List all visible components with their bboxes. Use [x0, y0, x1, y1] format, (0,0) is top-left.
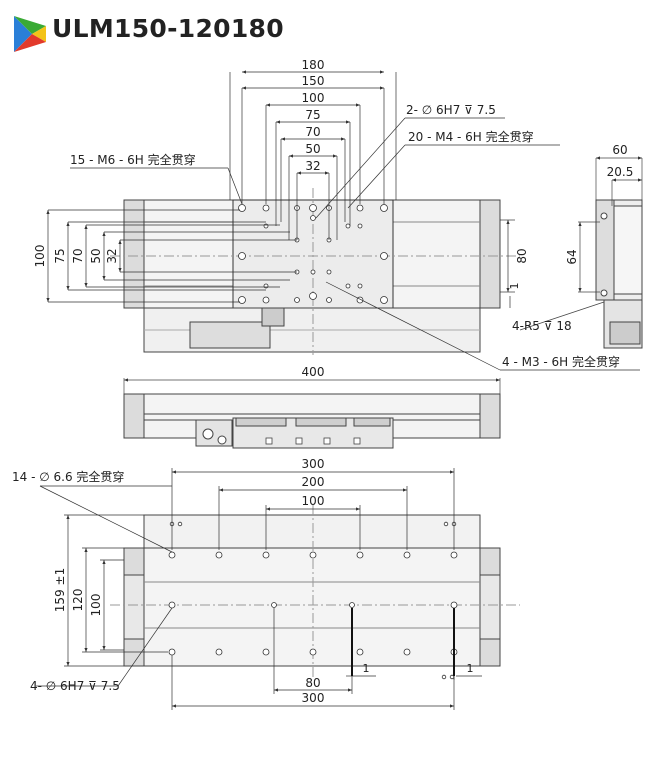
dim-400: 400	[302, 365, 325, 379]
dim-32: 32	[305, 159, 320, 173]
dim-64: 64	[565, 249, 579, 264]
bottom-view-holes	[168, 521, 458, 680]
dim-50: 50	[305, 142, 320, 156]
dim-b-300-bottom: 300	[302, 691, 325, 705]
dim-180: 180	[302, 58, 325, 72]
callout-m6: 15 - M6 - 6H 完全贯穿	[70, 152, 196, 167]
dim-150: 150	[302, 74, 325, 88]
dim-v-70: 70	[71, 248, 85, 263]
front-view	[123, 378, 501, 449]
bottom-thick-ticks	[351, 608, 455, 676]
dim-70: 70	[305, 125, 320, 139]
callout-m3: 4 - M3 - 6H 完全贯穿	[502, 354, 620, 369]
dim-b-80: 80	[305, 676, 320, 690]
side-view	[519, 156, 643, 349]
dim-b-100: 100	[302, 494, 325, 508]
dim-b-100v: 100	[89, 594, 103, 617]
top-dim-lines	[229, 70, 397, 240]
dim-b-159: 159 ±1	[53, 568, 67, 612]
callout-dowel-top: 2- ∅ 6H7 ⊽ 7.5	[406, 103, 496, 117]
dim-v-32: 32	[105, 248, 119, 263]
dim-60: 60	[612, 143, 627, 157]
dim-b-300: 300	[302, 457, 325, 471]
bottom-dim-lines	[36, 468, 482, 710]
dim-b-200: 200	[302, 475, 325, 489]
dim-v-80: 80	[515, 248, 529, 263]
dim-100: 100	[302, 91, 325, 105]
dim-75: 75	[305, 108, 320, 122]
dim-v-50: 50	[89, 248, 103, 263]
dim-b-1b: 1	[467, 662, 474, 675]
page-title: ULM150-120180	[52, 14, 284, 43]
logo-icon	[14, 16, 46, 52]
dim-v-100: 100	[33, 245, 47, 268]
dim-v-75: 75	[53, 248, 67, 263]
dim-b-1a: 1	[363, 662, 370, 675]
callout-dowel-bottom: 4- ∅ 6H7 ⊽ 7.5	[30, 679, 120, 693]
callout-14-holes: 14 - ∅ 6.6 完全贯穿	[12, 469, 124, 484]
top-view-holes	[238, 204, 388, 304]
callout-r5: 4-R5 ⊽ 18	[512, 319, 572, 333]
dim-b-120: 120	[71, 589, 85, 612]
bottom-view	[110, 505, 520, 680]
callout-m4: 20 - M4 - 6H 完全贯穿	[408, 129, 534, 144]
top-dim-lines-vertical	[46, 117, 640, 371]
dim-v-1: 1	[508, 283, 521, 290]
dim-20-5: 20.5	[607, 165, 634, 179]
front-view-holes	[265, 437, 361, 445]
